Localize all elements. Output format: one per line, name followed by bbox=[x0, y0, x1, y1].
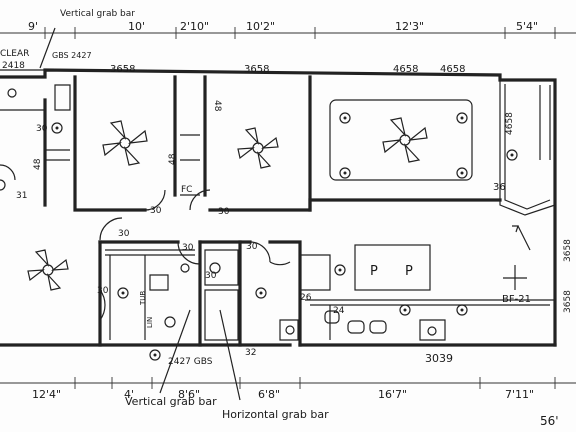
top-dim-5: 12'3" bbox=[395, 20, 424, 33]
ceiling-fan-icons bbox=[27, 99, 473, 291]
door-label: 30 bbox=[36, 124, 48, 134]
door-label: 24 bbox=[333, 306, 345, 316]
shower-label: LIN bbox=[146, 317, 154, 328]
pantry-label: P bbox=[405, 264, 413, 279]
sinks bbox=[324, 310, 387, 334]
window-label: 3658 bbox=[563, 239, 573, 262]
bottom-dim-2: 4' bbox=[124, 388, 134, 401]
door-label: 30 bbox=[118, 229, 130, 239]
door-label: 30 bbox=[246, 242, 258, 252]
top-dimension-line bbox=[0, 27, 576, 39]
window-label: 4658 bbox=[440, 64, 465, 75]
window-label: 3658 bbox=[110, 64, 135, 75]
interior-walls bbox=[0, 75, 555, 347]
top-dim-6: 5'4" bbox=[516, 20, 538, 33]
door-label: 30 bbox=[205, 271, 217, 281]
clear-note: CLEAR bbox=[0, 49, 29, 59]
window-label: 4658 bbox=[505, 112, 515, 135]
top-dim-4: 10'2" bbox=[246, 20, 275, 33]
grab-bar-note-bottom: Vertical grab bar bbox=[125, 395, 217, 408]
door-label: 32 bbox=[245, 348, 256, 358]
ceiling-fan-icon bbox=[27, 249, 69, 291]
gbs-note-bottom: 2427 GBS bbox=[168, 357, 213, 367]
door-label: 48 bbox=[168, 153, 178, 165]
bottom-dim-4: 6'8" bbox=[258, 388, 280, 401]
door-label: 26 bbox=[300, 293, 312, 303]
window-label: 3039 bbox=[425, 352, 453, 365]
top-dim-1: 9' bbox=[28, 20, 38, 33]
top-dim-3: 2'10" bbox=[180, 20, 209, 33]
door-label: 30 bbox=[97, 286, 109, 296]
exterior-walls bbox=[0, 68, 557, 347]
door-label: 30 bbox=[218, 207, 230, 217]
door-label: 30 bbox=[150, 206, 162, 216]
window-label: 2418 bbox=[2, 61, 25, 71]
door-label: 48 bbox=[33, 158, 43, 170]
tray-ceiling bbox=[329, 99, 473, 181]
top-dim-2: 10' bbox=[128, 20, 145, 33]
door-label: 30 bbox=[182, 243, 194, 253]
bottom-dim-1: 12'4" bbox=[32, 388, 61, 401]
window-label: 4658 bbox=[393, 64, 418, 75]
overall-dim: 56' bbox=[540, 414, 559, 428]
grab-bar-note-top: Vertical grab bar bbox=[60, 9, 135, 19]
bottom-dim-6: 7'11" bbox=[505, 388, 534, 401]
window-label: 3658 bbox=[244, 64, 269, 75]
gbs-note-top: GBS 2427 bbox=[52, 51, 92, 60]
ceiling-fan-icon bbox=[102, 120, 148, 166]
bf-note: BF-21 bbox=[502, 294, 531, 305]
door-label: 36 bbox=[493, 182, 506, 193]
light-fixtures bbox=[0, 88, 518, 361]
bottom-dim-5: 16'7" bbox=[378, 388, 407, 401]
bottom-dim-3: 8'6" bbox=[178, 388, 200, 401]
closet-label: FC bbox=[181, 185, 192, 195]
door-label: 31 bbox=[16, 191, 27, 201]
pantry-label: P bbox=[370, 264, 378, 279]
bay-window bbox=[499, 80, 556, 216]
kitchen-island bbox=[354, 244, 431, 291]
tub-label: TUB bbox=[139, 291, 147, 306]
door-label: 48 bbox=[212, 100, 222, 112]
ceiling-fan-icon bbox=[237, 127, 279, 169]
window-label: 3658 bbox=[563, 290, 573, 313]
ceiling-fan-icon bbox=[382, 117, 428, 163]
note-leaders bbox=[39, 27, 531, 401]
horizontal-grab-bar-note: Horizontal grab bar bbox=[222, 408, 329, 421]
bottom-dimension-line bbox=[0, 377, 576, 389]
